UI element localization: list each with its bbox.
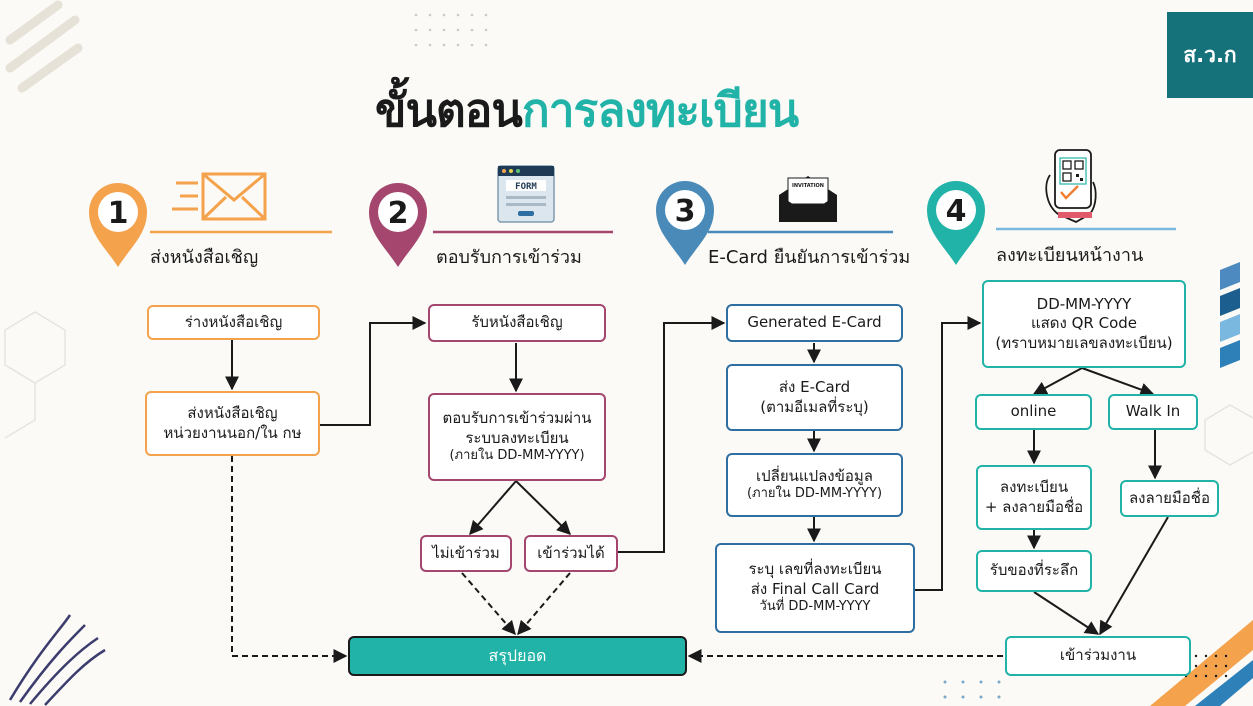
page-title-part1: ขั้นตอน: [375, 83, 523, 137]
connector-lines: [225, 316, 1169, 663]
step-2-number: 2: [388, 196, 409, 231]
box-change-info: เปลี่ยนแปลงข้อมูล (ภายใน DD-MM-YYYY): [726, 453, 903, 517]
box-draft-invitation: ร่างหนังสือเชิญ: [147, 305, 320, 340]
decor-hex-right: [1204, 404, 1253, 466]
box-sign-name: ลงลายมือชื่อ: [1120, 480, 1219, 517]
decor-dot-grid-top: [414, 13, 488, 47]
invitation-icon: INVITATION: [779, 176, 837, 222]
box-show-qr-code: DD-MM-YYYY แสดง QR Code (ทราบหมายเลขลงทะ…: [982, 280, 1186, 368]
decor-stripes-right: [1220, 262, 1240, 368]
decor-hex-left: [4, 311, 66, 439]
box-send-ecard-line1: ส่ง E-Card: [778, 378, 851, 396]
box-walk-in-text: Walk In: [1125, 402, 1181, 421]
step-4-label: ลงทะเบียนหน้างาน: [996, 245, 1144, 266]
box-change-info-line1: เปลี่ยนแปลงข้อมูล: [756, 466, 873, 485]
box-reply-line1: ตอบรับการเข้าร่วมผ่าน: [442, 409, 592, 428]
decor-dot-grid-bottom: [943, 680, 1001, 699]
box-reply-line2: ระบบลงทะเบียน: [465, 428, 569, 447]
box-online: online: [975, 394, 1092, 430]
box-reply-registration: ตอบรับการเข้าร่วมผ่าน ระบบลงทะเบียน (ภาย…: [428, 393, 606, 481]
qr-phone-icon: [1045, 149, 1097, 224]
box-attend-event-text: เข้าร่วมงาน: [1059, 646, 1137, 665]
form-icon-label: FORM: [515, 182, 537, 192]
box-can-attend: เข้าร่วมได้: [524, 535, 618, 572]
box-receive-invitation: รับหนังสือเชิญ: [428, 304, 606, 342]
box-qr-line2: แสดง QR Code: [1030, 314, 1138, 333]
organization-logo: ส.ว.ก: [1167, 12, 1253, 98]
box-online-text: online: [1010, 402, 1057, 421]
step-1-pin: [89, 183, 147, 267]
box-final-call-line2: ส่ง Final Call Card: [750, 579, 880, 598]
step-3-label: E-Card ยืนยันการเข้าร่วม: [708, 247, 911, 268]
invitation-icon-label: INVITATION: [792, 183, 824, 189]
box-register-line2: + ลงลายมือชื่อ: [984, 497, 1084, 516]
box-final-call-line1: ระบุ เลขที่ลงทะเบียน: [748, 560, 882, 579]
step-4-pin: [927, 181, 985, 265]
box-reply-line3: (ภายใน DD-MM-YYYY): [449, 448, 585, 464]
decor-bottom-left-scribble: [8, 614, 106, 706]
box-final-call-line3: วันที่ DD-MM-YYYY: [759, 599, 871, 615]
box-final-call-card: ระบุ เลขที่ลงทะเบียน ส่ง Final Call Card…: [715, 543, 915, 633]
logo-text: ส.ว.ก: [1183, 42, 1237, 67]
step-2-label: ตอบรับการเข้าร่วม: [436, 247, 582, 268]
step-1-number: 1: [108, 196, 129, 231]
box-can-attend-text: เข้าร่วมได้: [537, 543, 605, 562]
box-send-invitation: ส่งหนังสือเชิญ หน่วยงานนอก/ใน กษ: [145, 391, 320, 456]
decor-bottom-right-accent: [1150, 620, 1253, 706]
box-summary-text: สรุปยอด: [488, 645, 547, 665]
box-send-ecard: ส่ง E-Card (ตามอีเมลที่ระบุ): [726, 364, 903, 431]
box-walk-in: Walk In: [1108, 394, 1198, 430]
decor-top-left-strokes: [5, 0, 83, 93]
step-3-number: 3: [675, 194, 696, 229]
box-register-line1: ลงทะเบียน: [999, 478, 1069, 496]
box-register-sign: ลงทะเบียน + ลงลายมือชื่อ: [976, 465, 1092, 530]
box-draft-invitation-text: ร่างหนังสือเชิญ: [184, 312, 283, 331]
box-souvenir: รับของที่ระลึก: [976, 550, 1092, 592]
box-generated-ecard-text: Generated E-Card: [747, 313, 882, 332]
step-4-number: 4: [946, 194, 967, 229]
box-qr-line1: DD-MM-YYYY: [1036, 294, 1132, 313]
page-title: ขั้นตอนการลงทะเบียน: [375, 74, 799, 147]
form-icon: FORM: [497, 165, 555, 223]
step-1-label: ส่งหนังสือเชิญ: [150, 247, 259, 268]
box-change-info-line2: (ภายใน DD-MM-YYYY): [746, 486, 883, 502]
step-2-pin: [369, 183, 427, 267]
box-receive-invitation-text: รับหนังสือเชิญ: [471, 313, 563, 332]
box-summary: สรุปยอด: [348, 636, 687, 676]
box-not-attending-text: ไม่เข้าร่วม: [432, 543, 500, 562]
box-qr-line3: (ทราบหมายเลขลงทะเบียน): [995, 333, 1173, 352]
box-send-ecard-line2: (ตามอีเมลที่ระบุ): [760, 397, 869, 416]
box-generated-ecard: Generated E-Card: [726, 304, 903, 342]
box-attend-event: เข้าร่วมงาน: [1005, 636, 1191, 676]
box-sign-name-text: ลงลายมือชื่อ: [1128, 488, 1210, 507]
box-send-invitation-line2: หน่วยงานนอก/ใน กษ: [163, 423, 302, 442]
box-not-attending: ไม่เข้าร่วม: [420, 535, 512, 572]
box-send-invitation-line1: ส่งหนังสือเชิญ: [187, 404, 278, 422]
envelope-icon: [172, 172, 267, 221]
step-3-pin: [656, 181, 714, 265]
box-souvenir-text: รับของที่ระลึก: [989, 561, 1079, 580]
page-title-part2: การลงทะเบียน: [521, 83, 799, 137]
